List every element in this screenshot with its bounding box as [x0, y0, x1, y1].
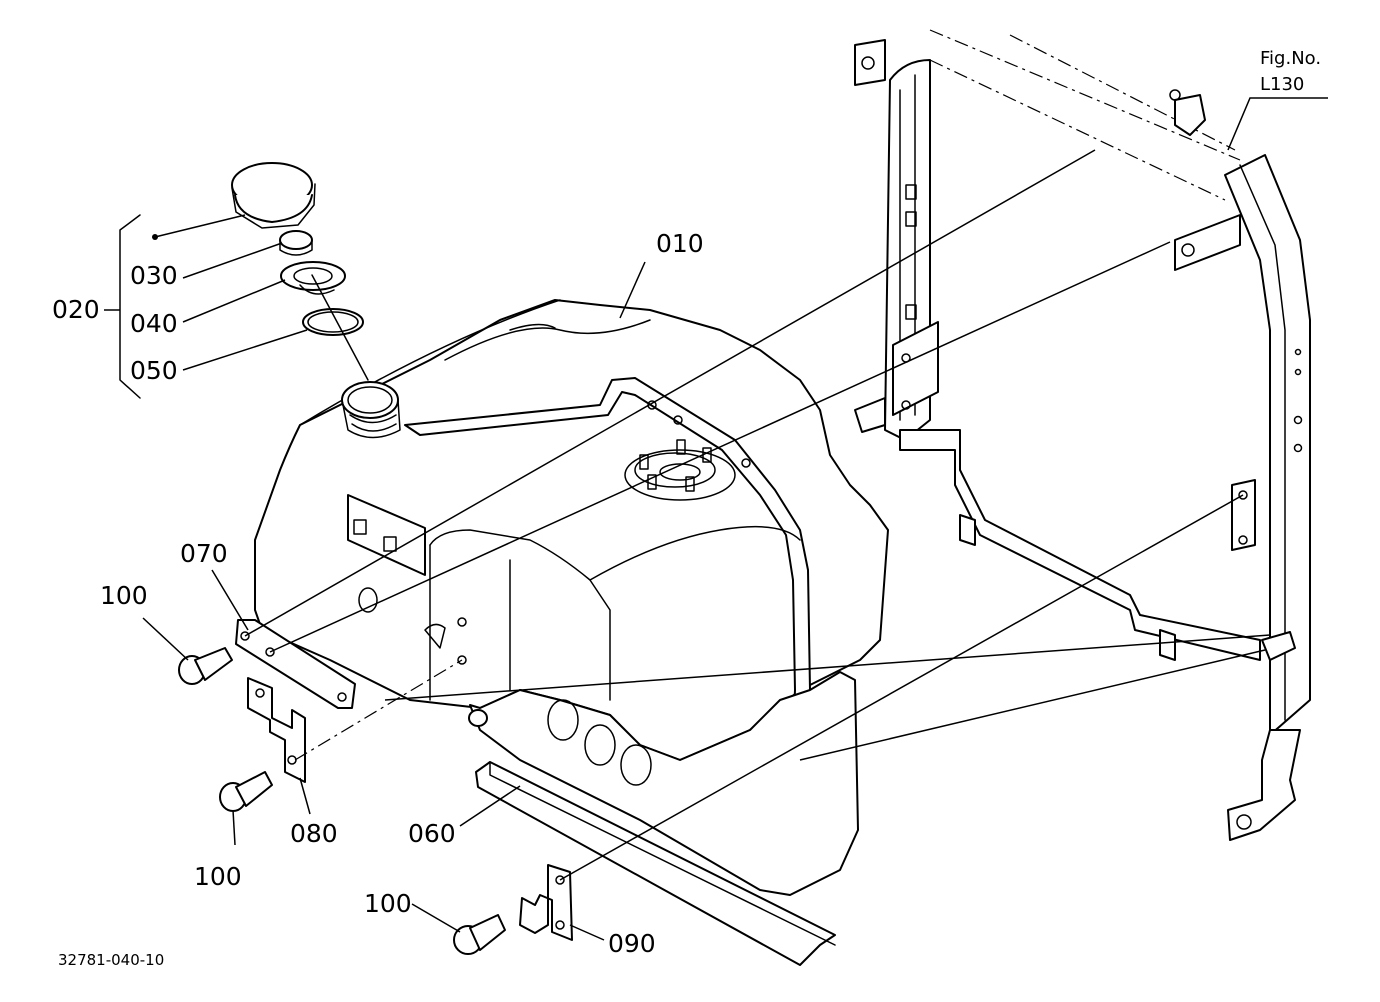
label-090: 090 — [608, 929, 656, 958]
frame-assembly — [854, 29, 1311, 841]
label-080: 080 — [290, 819, 338, 848]
label-100-middle: 100 — [194, 862, 242, 891]
label-020: 020 — [52, 295, 100, 324]
fuel-tank — [254, 299, 889, 896]
fig-no-label: Fig.No. — [1260, 48, 1321, 69]
label-070: 070 — [180, 539, 228, 568]
label-010: 010 — [656, 229, 704, 258]
part-labels: 010 020 030 040 050 060 070 080 090 100 … — [52, 48, 1321, 969]
label-050: 050 — [130, 356, 178, 385]
label-100-upper: 100 — [100, 581, 148, 610]
bolt-c — [453, 914, 506, 955]
label-040: 040 — [130, 309, 178, 338]
label-060: 060 — [408, 819, 456, 848]
fig-no-value: L130 — [1260, 74, 1304, 95]
leader-lines — [142, 214, 646, 941]
bolt-b — [219, 771, 273, 812]
bolt-a — [178, 647, 233, 685]
mounting-parts — [178, 619, 836, 966]
fuel-cap-assembly — [104, 162, 369, 399]
drawing-number: 32781-040-10 — [58, 951, 164, 969]
alignment-lines — [244, 97, 1328, 881]
label-100-lower: 100 — [364, 889, 412, 918]
label-030: 030 — [130, 261, 178, 290]
